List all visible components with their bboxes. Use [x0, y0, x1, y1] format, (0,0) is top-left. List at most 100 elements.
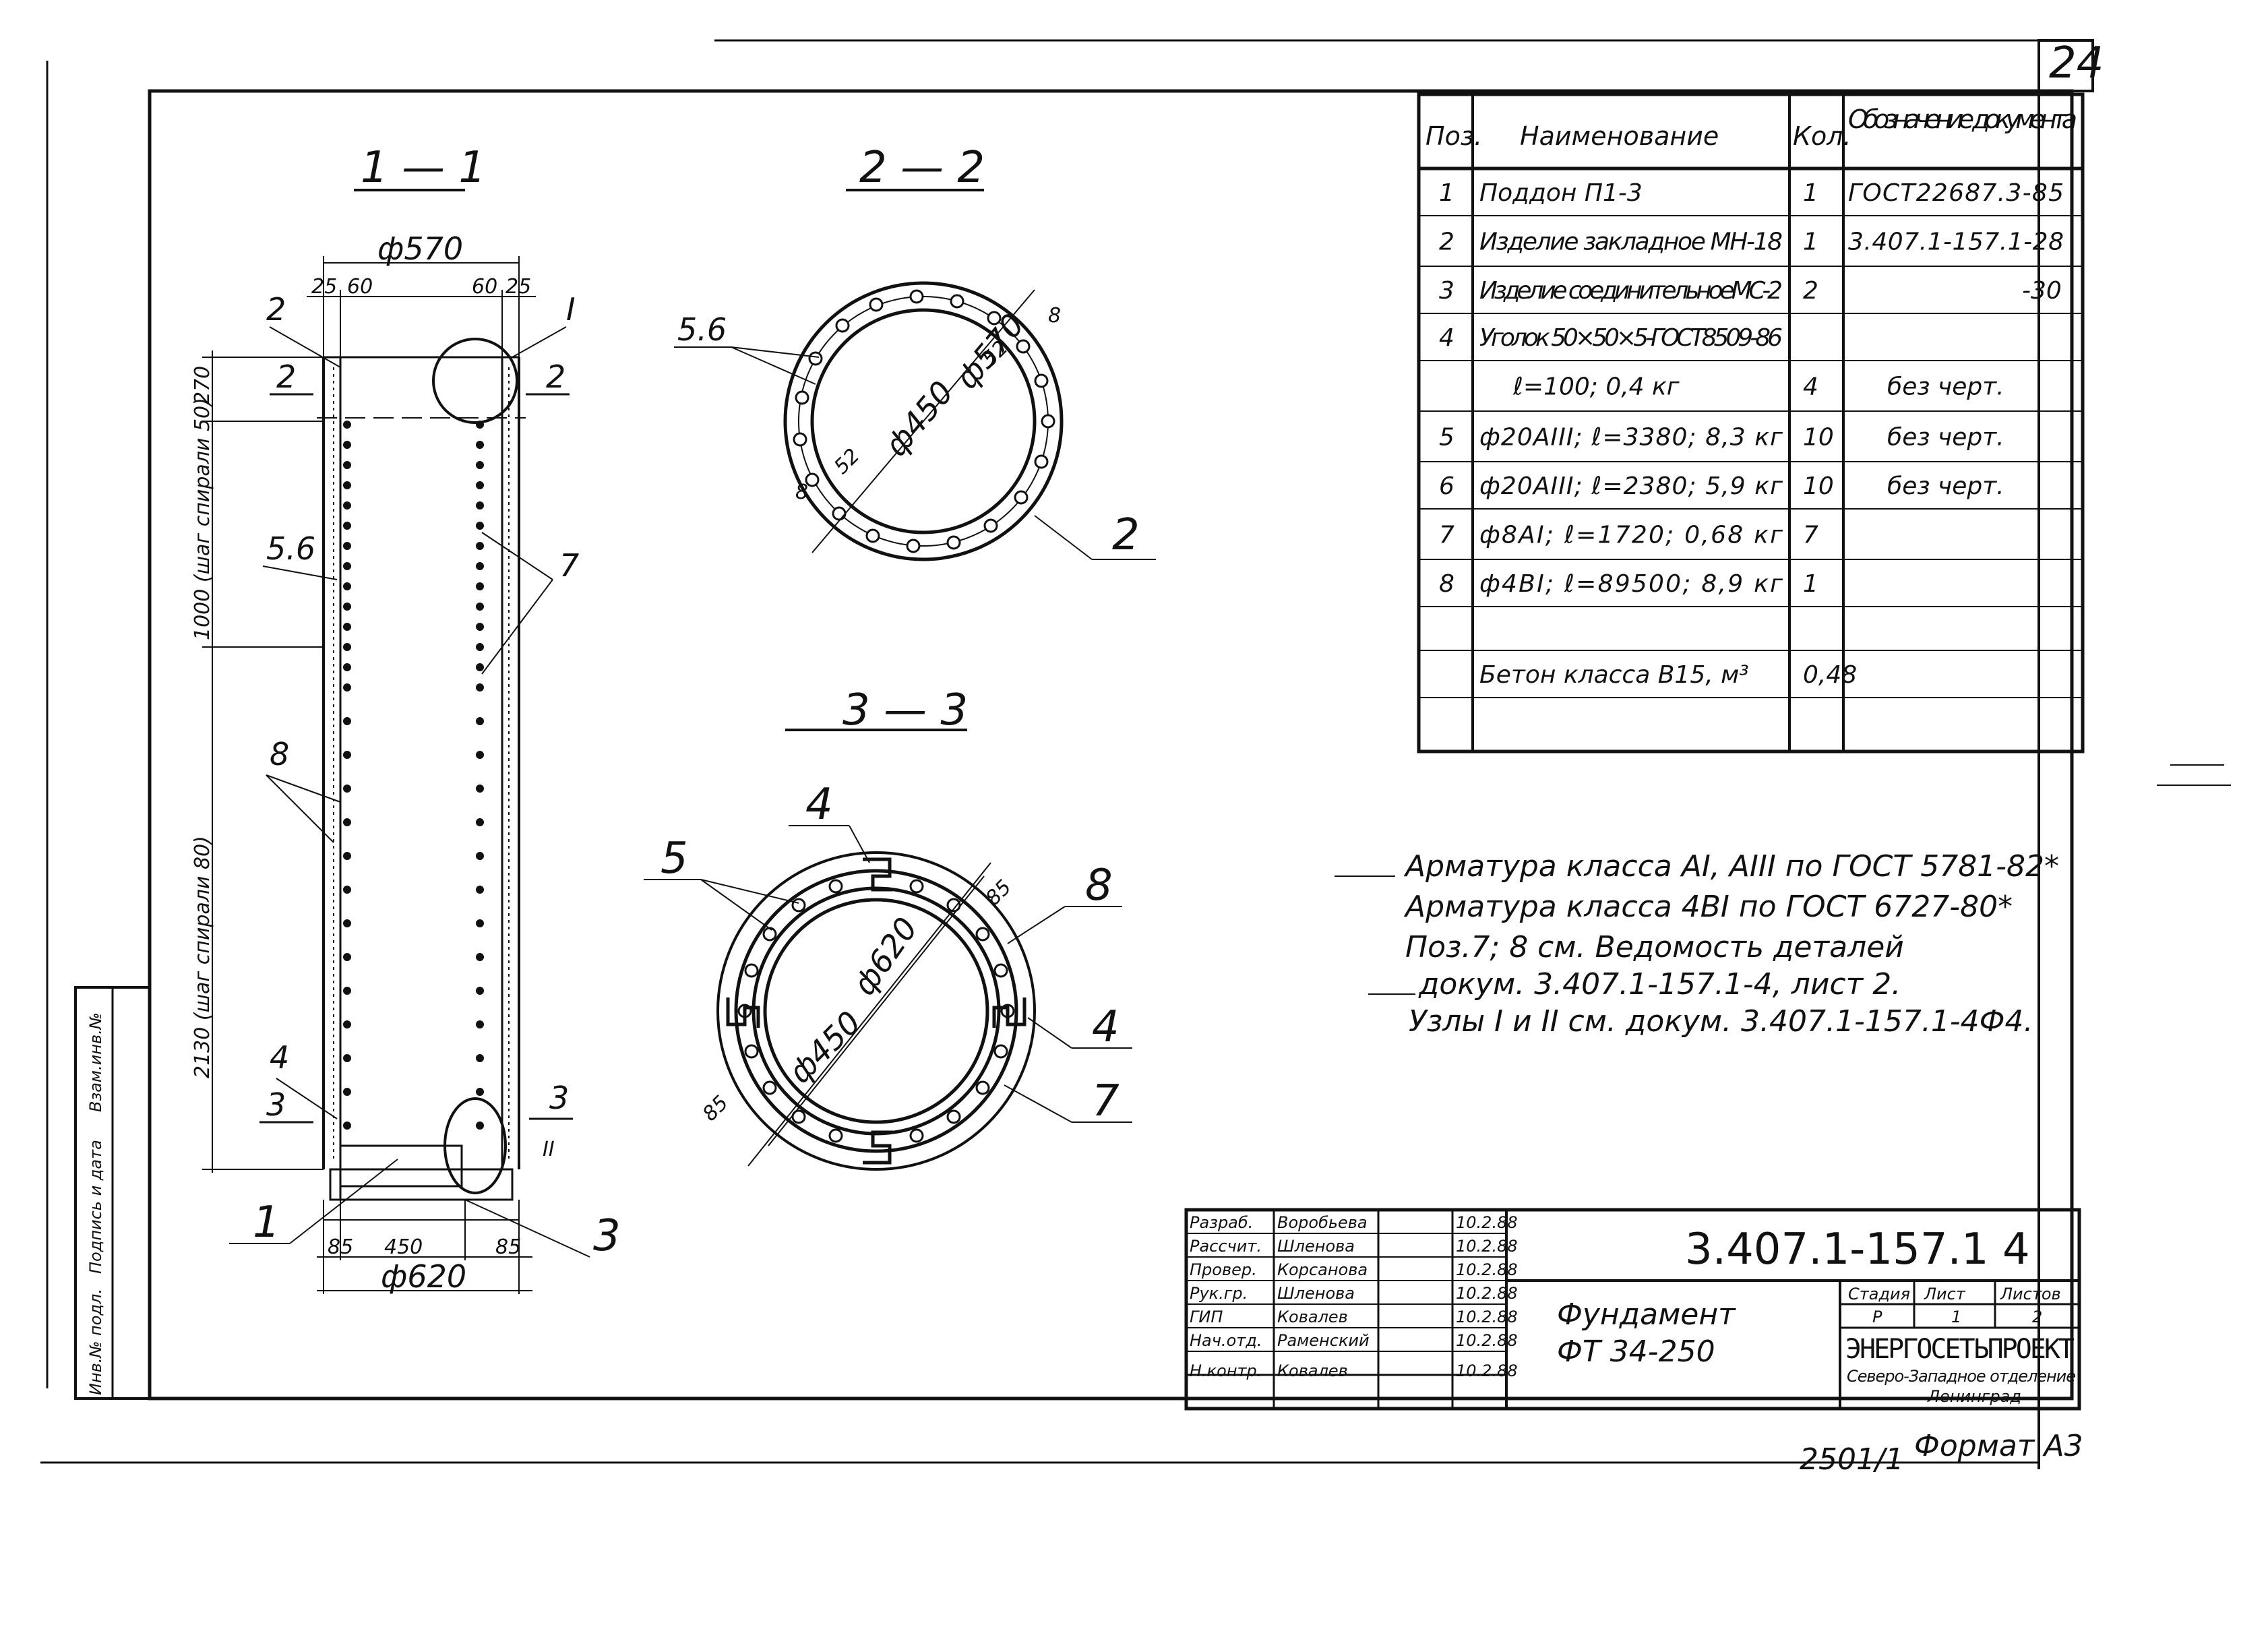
spec-row-doc: ГОСТ22687.3-85	[1848, 179, 2064, 207]
callout-2-section-left: 2	[276, 359, 296, 395]
spec-row-qty: 1	[1803, 570, 1818, 598]
signature-date: 10.2.88	[1456, 1237, 1518, 1256]
spec-row-name: Изделие соединительноеМС-2	[1479, 277, 1783, 305]
column-bore	[339, 356, 503, 1171]
stage-value: Р	[1872, 1308, 1882, 1326]
spec-row-doc: -30	[2022, 277, 2062, 305]
section-3-3: 3 — 3 ф450 ф620 85 85 4 5 8 4 7	[644, 685, 1132, 1171]
signature-date: 10.2.88	[1456, 1213, 1518, 1232]
spec-row-qty: 7	[1803, 522, 1818, 549]
ring-inner-450-s3	[763, 898, 989, 1124]
signature-name: Шленова	[1277, 1284, 1355, 1303]
callout-3-section-left: 3	[266, 1086, 286, 1123]
format-label: Формат А3	[1914, 1429, 2083, 1463]
signature-date: 10.2.88	[1456, 1260, 1518, 1279]
sheet-value: 1	[1951, 1308, 1961, 1326]
callout-7: 7	[559, 547, 579, 584]
callout-2-s2: 2	[1112, 510, 1140, 560]
note-4: докум. 3.407.1-157.1-4, лист 2.	[1418, 967, 1901, 1002]
page-footer: 2501/1	[1800, 1442, 1904, 1477]
callout-4-s3-right: 4	[1092, 1002, 1120, 1052]
signature-date: 10.2.88	[1456, 1308, 1518, 1326]
section-3-title: 3 — 3	[842, 685, 968, 735]
dim-top-25-right: 25	[505, 275, 531, 299]
signature-role: Н.контр.	[1190, 1361, 1262, 1380]
stamp-replaced-inv: Взам.инв.№	[86, 1012, 105, 1112]
dim-52-left: 52	[830, 444, 865, 479]
spec-row-name: ф4ВI; ℓ=89500; 8,9 кг	[1479, 570, 1783, 598]
signature-role: ГИП	[1190, 1308, 1223, 1326]
spec-row-doc: без черт.	[1887, 472, 2004, 500]
th-name: Наименование	[1520, 121, 1719, 151]
note-5: Узлы I и II см. докум. 3.407.1-157.1-4Ф4…	[1409, 1004, 2033, 1039]
dim-dia-620: ф620	[381, 1258, 466, 1295]
callout-3-section-right: 3	[549, 1080, 569, 1116]
callout-8-s3: 8	[1085, 861, 1113, 911]
signature-name: Корсанова	[1277, 1260, 1368, 1279]
org-sub-1: Северо-Западное отделение	[1847, 1367, 2076, 1386]
signature-name: Воробьева	[1277, 1213, 1368, 1232]
signature-role: Провер.	[1190, 1260, 1257, 1279]
callout-4-s3-top: 4	[805, 780, 833, 830]
callout-5-6-s2: 5.6	[677, 311, 727, 348]
org-name: ЭНЕРГОСЕТЬПРОЕКТ	[1845, 1334, 2075, 1365]
title-line-2: ФТ 34-250	[1557, 1334, 1715, 1369]
spec-row-name: ℓ=100; 0,4 кг	[1512, 373, 1680, 401]
longitudinal-bars	[793, 289, 1055, 553]
dim-8-right: 8	[1048, 304, 1061, 328]
spec-row-name: Уголок 50×50×5-ГОСТ8509-86	[1479, 324, 1783, 352]
angle-top	[863, 857, 893, 892]
dim-dia-620-s3: ф620	[846, 911, 925, 1002]
callout-2-section-right: 2	[546, 359, 565, 395]
org-sub-2: Ленинград	[1927, 1387, 2021, 1406]
th-doc: Обозначение документа	[1848, 104, 2077, 134]
spiral-rebar-right	[476, 421, 484, 1130]
side-stamp: Инв.№ подл. Подпись и дата Взам.инв.№	[74, 986, 151, 1400]
sheet-frame	[40, 39, 2094, 1469]
callout-7-s3: 7	[1092, 1076, 1120, 1126]
spiral-rebar-left	[343, 421, 351, 1130]
signature-name: Шленова	[1277, 1237, 1355, 1256]
dim-270: 270	[191, 366, 214, 404]
spec-row-pos: 2	[1439, 228, 1454, 256]
signature-role: Разраб.	[1190, 1213, 1253, 1232]
spec-row-qty: 1	[1803, 228, 1818, 256]
sheet-header: Лист	[1924, 1285, 1966, 1303]
stamp-inv-original: Инв.№ подл.	[86, 1289, 105, 1395]
sheet-number: 24	[2049, 38, 2104, 88]
section-2-title: 2 — 2	[859, 143, 985, 193]
spec-row-doc: без черт.	[1887, 373, 2004, 401]
signature-date: 10.2.88	[1456, 1284, 1518, 1303]
spec-row-qty: 0,48	[1803, 661, 1857, 689]
signature-name: Раменский	[1277, 1331, 1370, 1350]
dim-top-60-right: 60	[472, 275, 497, 299]
callout-3: 3	[593, 1211, 621, 1261]
angle-bottom	[863, 1130, 893, 1165]
sheet-number-box	[2037, 39, 2094, 92]
spec-row-doc: 3.407.1-157.1-28	[1848, 228, 2064, 256]
spec-row-qty: 10	[1803, 472, 1834, 500]
signature-role: Рук.гр.	[1190, 1284, 1248, 1303]
spec-row-name: ф20АIII; ℓ=3380; 8,3 кг	[1479, 424, 1783, 452]
spec-row-name: Поддон П1-3	[1479, 179, 1643, 207]
dim-bottom-85-left: 85	[328, 1235, 353, 1259]
callout-1: 1	[253, 1198, 280, 1248]
spec-table: Поз. Наименование Кол. Обозначение докум…	[1417, 92, 2085, 754]
note-1: Арматура класса АI, АIII по ГОСТ 5781-82…	[1403, 849, 2059, 884]
ring-inner-450	[810, 308, 1037, 534]
spec-row-pos: 3	[1439, 277, 1454, 305]
stamp-signature-date: Подпись и дата	[86, 1140, 105, 1274]
th-qty: Кол.	[1793, 121, 1851, 151]
inner-frame	[148, 89, 2074, 1401]
dim-bottom-450: 450	[384, 1235, 423, 1259]
signature-role: Рассчит.	[1190, 1237, 1262, 1256]
callout-node-I: I	[566, 291, 576, 328]
sheets-header: Листов	[2000, 1285, 2061, 1303]
dim-85-right: 85	[981, 875, 1016, 911]
spec-row-pos: 8	[1439, 570, 1454, 598]
dim-bottom-85-right: 85	[495, 1235, 521, 1259]
spec-row-pos: 1	[1439, 179, 1454, 207]
signature-date: 10.2.88	[1456, 1331, 1518, 1350]
note-3: Поз.7; 8 см. Ведомость деталей	[1405, 930, 1904, 964]
